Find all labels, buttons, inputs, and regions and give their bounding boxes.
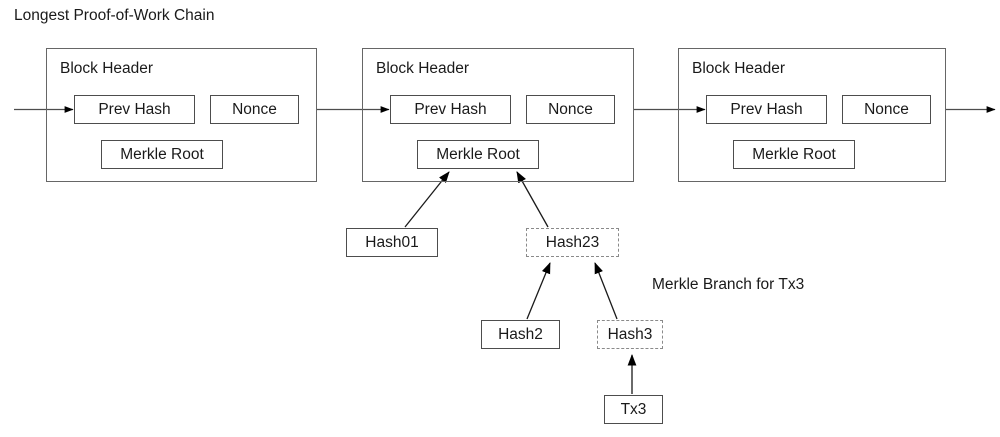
block-2-nonce: Nonce [526, 95, 615, 124]
arrow-hash3-to-hash23 [594, 262, 618, 320]
block-1-header-label: Block Header [60, 60, 154, 77]
merkle-node-hash23: Hash23 [526, 228, 619, 257]
page-title: Longest Proof-of-Work Chain [14, 7, 215, 24]
block-2-merkle-root: Merkle Root [417, 140, 539, 169]
block-3-merkle-root: Merkle Root [733, 140, 855, 169]
arrow-hash2-to-hash23 [526, 262, 551, 320]
arrow-branch-upper-stub [612, 281, 628, 319]
block-1-nonce: Nonce [210, 95, 299, 124]
block-3-header-label: Block Header [692, 60, 786, 77]
block-3-prev-hash: Prev Hash [706, 95, 827, 124]
block-1-prev-hash: Prev Hash [74, 95, 195, 124]
block-2 [362, 48, 634, 182]
block-1-merkle-root: Merkle Root [101, 140, 223, 169]
merkle-branch-label: Merkle Branch for Tx3 [652, 276, 805, 293]
block-3-nonce: Nonce [842, 95, 931, 124]
block-2-prev-hash: Prev Hash [390, 95, 511, 124]
merkle-node-tx3: Tx3 [604, 395, 663, 424]
merkle-node-hash3: Hash3 [597, 320, 663, 349]
block-2-header-label: Block Header [376, 60, 470, 77]
merkle-node-hash01: Hash01 [346, 228, 438, 257]
merkle-node-hash2: Hash2 [481, 320, 560, 349]
block-1 [46, 48, 317, 182]
block-3 [678, 48, 946, 182]
